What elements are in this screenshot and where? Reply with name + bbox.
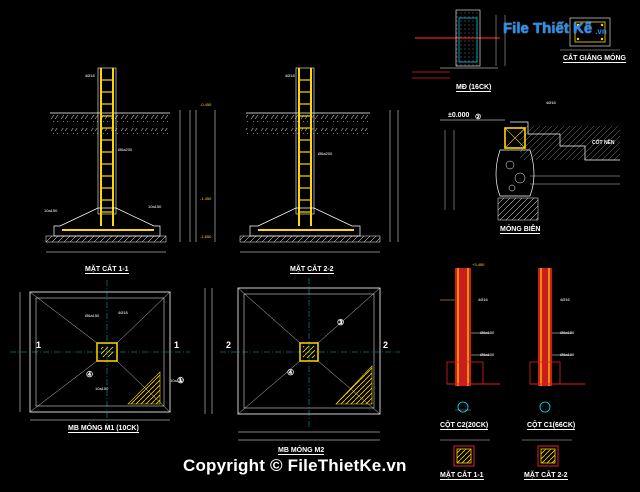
rebar-label-2: 4Ø18 — [285, 73, 295, 78]
section-2-2-elevation — [214, 67, 399, 253]
rebar-label-9: 10a150 — [170, 378, 184, 383]
small-section-2-2-title: MẶT CẮT 2-2 — [524, 472, 568, 480]
plan-m1 — [10, 280, 190, 425]
tie-beam-title: CẮT GIẰNG MÓNG — [563, 55, 626, 63]
rebar-label-11: 4Ø16 — [478, 297, 488, 302]
section-1-1-title: MẶT CẮT 1-1 — [85, 266, 129, 274]
rebar-label-5: 10a150 — [44, 208, 58, 213]
callout-1-plan-m1: ① — [177, 376, 185, 385]
rebar-label-1: 4Ø18 — [85, 73, 95, 78]
rebar-label-7: Ø6a150 — [85, 313, 100, 318]
rebar-label-8: 4Ø18 — [118, 310, 128, 315]
rebar-label-6: 10a150 — [148, 204, 162, 209]
column-c1-title: CỘT C1(66CK) — [527, 422, 576, 430]
brand-logo: File Thiết Kế .vn — [503, 13, 607, 43]
section-1-1-elevation — [45, 67, 197, 253]
column-c2-detail — [440, 268, 500, 413]
edge-footing-detail — [440, 119, 620, 221]
section-2-2-title: MẶT CẮT 2-2 — [290, 266, 334, 274]
rebar-label-3: Ø6a200 — [118, 147, 133, 152]
edge-footing-title: MÓNG BIÊN — [500, 226, 541, 234]
small-sections — [440, 439, 572, 467]
plan-m2 — [204, 278, 400, 441]
cut-marker-1-left: 1 — [36, 340, 42, 350]
level-d: +3.450 — [472, 262, 485, 267]
rebar-label-10: 10a150 — [95, 386, 109, 391]
cut-marker-2-right: 2 — [383, 340, 389, 350]
column-c1-detail — [529, 268, 585, 413]
rebar-label-4: Ø6a200 — [318, 151, 333, 156]
level-c: -1.650 — [200, 234, 212, 239]
callout-3-plan-m2: ③ — [337, 318, 345, 327]
copyright-watermark: Copyright © FileThietKe.vn — [183, 456, 407, 475]
callout-2-edge: ② — [475, 114, 482, 121]
callout-4-plan-m2: ④ — [287, 368, 295, 377]
cot-nen-label: CỐT NỀN — [592, 140, 615, 146]
column-c2-title: CỘT C2(20CK) — [440, 422, 489, 430]
level-zero: ±0.000 — [448, 112, 470, 119]
level-a: -0.450 — [200, 102, 212, 107]
rebar-label-14: 4Ø16 — [560, 297, 570, 302]
callout-4-plan-m1: ④ — [86, 370, 94, 379]
rebar-label-12: Ø6a150 — [480, 330, 495, 335]
md-label: MĐ (16CK) — [456, 84, 492, 92]
rebar-label-13: Ø6a100 — [480, 352, 495, 357]
plan-m2-title: MB MÓNG M2 — [278, 447, 325, 455]
small-section-1-1-title: MẶT CẮT 1-1 — [440, 472, 484, 480]
plan-m1-title: MB MÓNG M1 (10CK) — [68, 425, 139, 433]
rebar-label-17: 4Ø18 — [546, 100, 556, 105]
brand-tld: .vn — [595, 26, 607, 36]
brand-name: File Thiết Kế — [503, 19, 593, 37]
cut-marker-1-right: 1 — [174, 340, 180, 350]
rebar-label-15: Ø6a150 — [560, 330, 575, 335]
rebar-label-16: Ø6a100 — [560, 352, 575, 357]
tie-beam-detail — [412, 9, 620, 79]
level-b: -1.450 — [200, 196, 212, 201]
cut-marker-2-left: 2 — [226, 340, 232, 350]
